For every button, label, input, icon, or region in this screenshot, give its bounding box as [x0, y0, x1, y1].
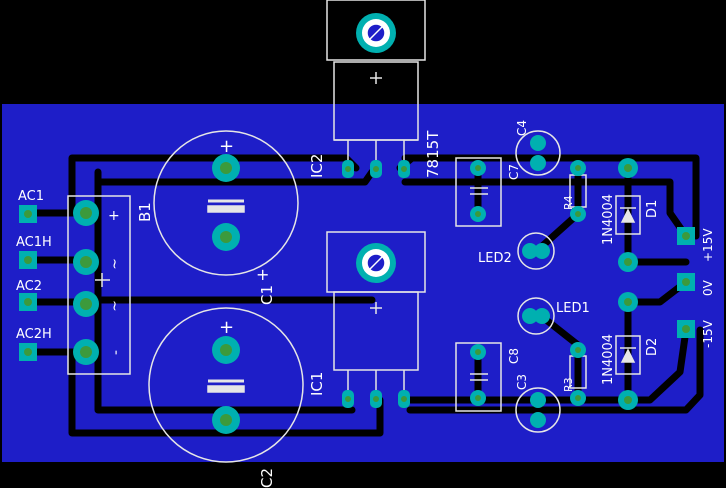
label-ac2: AC2	[16, 279, 42, 294]
label-d1-part: 1N4004	[601, 194, 616, 245]
label-led2: LED2	[478, 251, 512, 266]
label-ic1: IC1	[308, 372, 326, 396]
label-c8: C8	[507, 348, 521, 364]
label-led1: LED1	[556, 301, 590, 316]
label-ac2h: AC2H	[16, 327, 52, 342]
led1-outline	[517, 297, 555, 335]
label-d1: D1	[645, 200, 660, 218]
label-c7: C7	[507, 164, 521, 180]
label-b1-plus: +	[108, 208, 120, 224]
c7-outline	[455, 157, 502, 227]
label-c1-plus: +	[256, 265, 269, 284]
label-out-pos: +15V	[701, 228, 715, 262]
label-d2-part: 1N4004	[601, 334, 616, 385]
ic2-outline	[326, 0, 426, 61]
b1-pads	[73, 200, 99, 365]
ac-connector-pads	[19, 205, 695, 361]
label-ic2-part: 7815T	[424, 130, 442, 178]
label-out-zero: 0V	[701, 279, 715, 296]
label-b1-tilde2: ~	[106, 300, 122, 312]
small-component-pads	[470, 135, 638, 428]
d1-outline	[615, 195, 641, 235]
led2-outline	[517, 232, 555, 270]
d2-outline	[615, 335, 641, 375]
label-c2: C2	[258, 468, 276, 488]
label-c1-pin-plus: +	[219, 136, 234, 157]
label-c1: C1	[258, 285, 276, 305]
c2-outline	[148, 307, 304, 463]
label-ac1: AC1	[18, 189, 44, 204]
c4-outline	[515, 130, 561, 176]
label-c4: C4	[515, 120, 529, 136]
c1-outline	[153, 130, 299, 276]
label-ic2: IC2	[308, 154, 326, 178]
label-b1: B1	[136, 202, 154, 222]
label-c3: C3	[515, 374, 529, 390]
label-out-neg: -15V	[701, 319, 715, 348]
b1-outline	[67, 195, 131, 375]
c8-outline	[455, 342, 502, 412]
label-c2-pin-plus: +	[219, 317, 234, 338]
c1-c2-pads	[212, 154, 240, 434]
ic-pads	[342, 13, 410, 408]
label-r3: R3	[562, 377, 575, 392]
silkscreen-labels: AC1 AC1H AC2 AC2H B1 + ~ ~ - C1 + + C2 +…	[16, 120, 715, 488]
label-b1-tilde1: ~	[106, 258, 122, 270]
label-ac1h: AC1H	[16, 235, 52, 250]
label-r4: R4	[562, 195, 575, 210]
label-b1-minus: -	[108, 350, 124, 355]
label-d2: D2	[645, 338, 660, 356]
pads	[19, 13, 695, 434]
c3-outline	[515, 387, 561, 433]
